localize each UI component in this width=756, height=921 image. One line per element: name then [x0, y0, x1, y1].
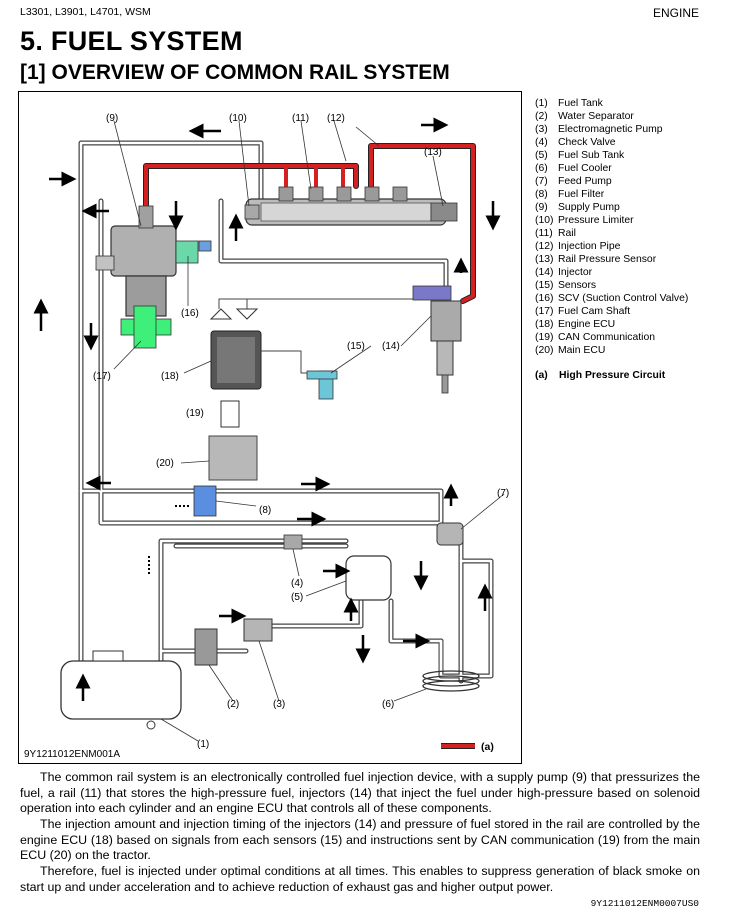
engine-ecu — [210, 330, 262, 390]
legend-item: (1)Fuel Tank — [535, 98, 603, 109]
water-separator — [194, 628, 218, 666]
legend-item: (3)Electromagnetic Pump — [535, 124, 663, 135]
callout-4: (4) — [291, 578, 303, 589]
legend-item: (13)Rail Pressure Sensor — [535, 254, 657, 265]
callout-1: (1) — [197, 739, 209, 750]
high-pressure-key: (a) — [441, 741, 494, 753]
callout-12: (12) — [327, 113, 345, 124]
callout-11: (11) — [292, 113, 309, 124]
legend-item: (10)Pressure Limiter — [535, 215, 634, 226]
callout-17: (17) — [93, 371, 111, 382]
main-ecu — [208, 435, 258, 481]
legend-item: (4)Check Valve — [535, 137, 616, 148]
injector — [412, 285, 462, 394]
legend-item: (16)SCV (Suction Control Valve) — [535, 293, 689, 304]
supply-pump — [95, 205, 177, 317]
body-paragraph: The common rail system is an electronica… — [20, 770, 700, 816]
header-section: ENGINE — [652, 6, 699, 20]
figure-code: 9Y1211012ENM001A — [24, 749, 120, 760]
feed-pump — [436, 522, 464, 546]
callout-16: (16) — [181, 308, 199, 319]
callout-5: (5) — [291, 592, 303, 603]
callout-15: (15) — [347, 341, 365, 352]
rail — [244, 186, 458, 226]
legend-item: (9)Supply Pump — [535, 202, 620, 213]
fuel-tank — [60, 650, 182, 730]
callout-18: (18) — [161, 371, 179, 382]
body-paragraph: The injection amount and injection timin… — [20, 817, 700, 863]
key-label-a: (a) — [481, 741, 494, 753]
page-title: 5. FUEL SYSTEM — [20, 26, 243, 56]
body-paragraph: Therefore, fuel is injected under optima… — [20, 864, 700, 894]
document-id: 9Y1211012ENM0007US0 — [590, 898, 699, 909]
dotted-arrows — [148, 505, 189, 576]
callout-8: (8) — [259, 505, 271, 516]
callout-9: (9) — [106, 113, 118, 124]
callout-13: (13) — [424, 147, 442, 158]
section-subtitle: [1] OVERVIEW OF COMMON RAIL SYSTEM — [20, 61, 450, 84]
callout-10: (10) — [229, 113, 247, 124]
legend-item: (20)Main ECU — [535, 345, 606, 356]
ecu-signal-arrows — [209, 308, 259, 428]
callout-20: (20) — [156, 458, 174, 469]
scv-valve — [175, 240, 199, 264]
pressure-limiter — [244, 204, 260, 220]
legend-item: (5)Fuel Sub Tank — [535, 150, 625, 161]
callout-7: (7) — [497, 488, 509, 499]
figure-frame: (9) (10) (11) (12) (13) (16) (17) (18) (… — [18, 91, 522, 764]
electromagnetic-pump — [243, 618, 273, 642]
fuel-cooler — [422, 670, 480, 692]
legend-item: (7)Feed Pump — [535, 176, 612, 187]
legend-item: (11)Rail — [535, 228, 576, 239]
fuel-system-diagram: (9) (10) (11) (12) (13) (16) (17) (18) (… — [33, 113, 509, 753]
legend-item: (17)Fuel Cam Shaft — [535, 306, 631, 317]
callout-19: (19) — [186, 408, 204, 419]
callout-2: (2) — [227, 699, 239, 710]
legend-item: (12)Injection Pipe — [535, 241, 621, 252]
callout-6: (6) — [382, 699, 394, 710]
legend-item: (2)Water Separator — [535, 111, 634, 122]
sensor — [306, 370, 338, 400]
legend-item-high-pressure: (a)High Pressure Circuit — [535, 370, 666, 381]
callout-14: (14) — [382, 341, 400, 352]
header-models: L3301, L3901, L4701, WSM — [20, 6, 151, 18]
legend-item: (18)Engine ECU — [535, 319, 616, 330]
rail-pressure-sensor — [430, 202, 458, 222]
legend: (1)Fuel Tank (2)Water Separator (3)Elect… — [535, 97, 688, 382]
fuel-filter — [193, 485, 217, 517]
high-pressure-circuit — [143, 143, 476, 304]
leader-lines — [113, 120, 505, 742]
fuel-cam-shaft — [120, 305, 172, 349]
check-valve — [283, 534, 303, 550]
fuel-sub-tank — [345, 555, 392, 601]
legend-item: (6)Fuel Cooler — [535, 163, 612, 174]
callout-3: (3) — [273, 699, 285, 710]
legend-item: (19)CAN Communication — [535, 332, 656, 343]
legend-item: (15)Sensors — [535, 280, 597, 291]
legend-item: (8)Fuel Filter — [535, 189, 605, 200]
flow-arrows — [33, 117, 501, 701]
legend-item: (14)Injector — [535, 267, 593, 278]
